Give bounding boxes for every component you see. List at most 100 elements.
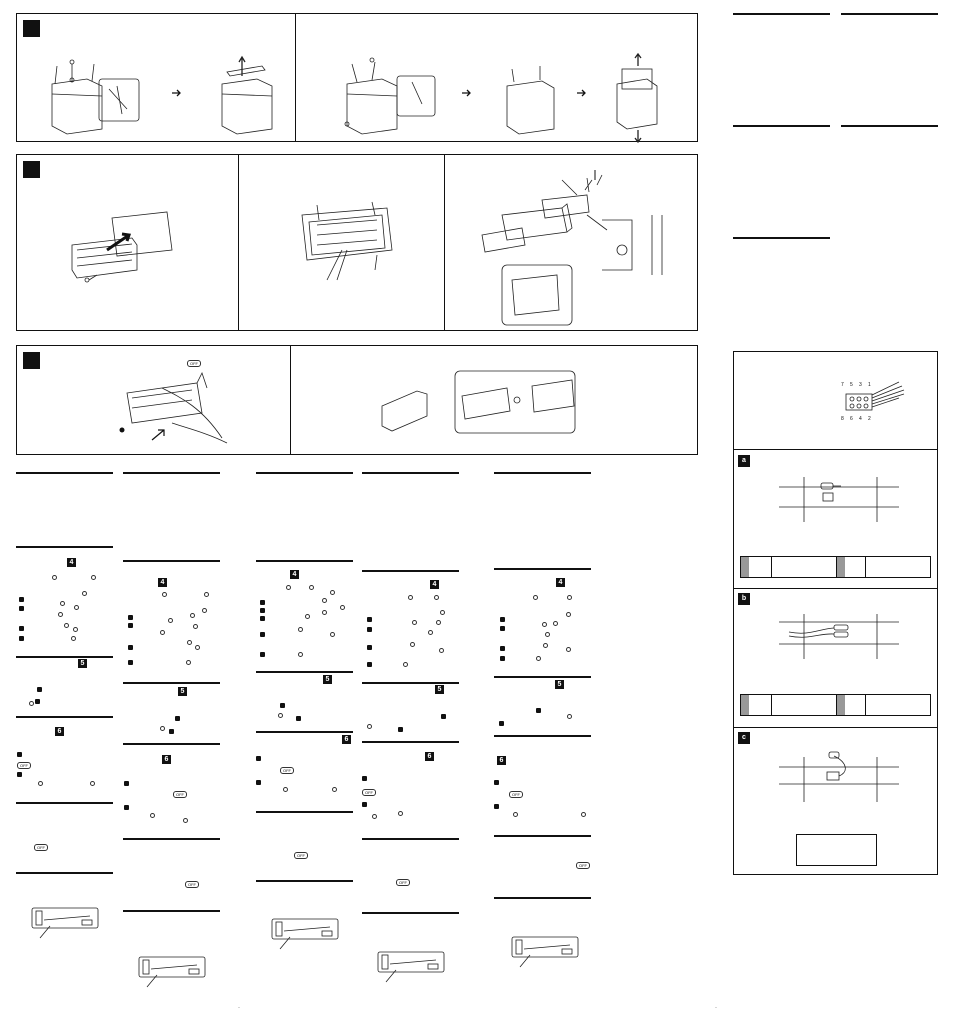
right-arrow-icon: [577, 89, 586, 97]
pin-number: 8: [841, 416, 844, 422]
section-rule: [123, 472, 220, 474]
section-rule: [362, 912, 459, 914]
bullet-marker: [17, 752, 22, 757]
bullet-marker: [499, 721, 504, 726]
callout-marker: [38, 781, 43, 786]
bullet-marker: [260, 608, 265, 613]
bullet-marker: [367, 617, 372, 622]
step-badge-four: 4: [430, 580, 439, 589]
off-button-label: OFF: [17, 762, 31, 769]
reset-illustration: [31, 907, 99, 939]
callout-marker: [412, 620, 417, 625]
pin-number: 2: [868, 416, 871, 422]
section-rule: [494, 676, 591, 678]
section-rule: [841, 125, 938, 127]
frame-illustration: [301, 201, 393, 281]
callout-marker: [64, 623, 69, 628]
callout-marker: [322, 610, 327, 615]
connection-table-a: [740, 556, 931, 578]
bullet-marker: [128, 623, 133, 628]
callout-marker: [567, 595, 572, 600]
off-button-label: OFF: [185, 881, 199, 888]
pin-number: 6: [850, 416, 853, 422]
section-rule: [123, 682, 220, 684]
step-badge-five: 5: [78, 659, 87, 668]
callout-marker: [91, 575, 96, 580]
connection-label-a: a: [738, 455, 750, 467]
callout-marker: [434, 595, 439, 600]
step-badge-four: 4: [556, 578, 565, 587]
section-rule: [256, 560, 353, 562]
callout-marker: [90, 781, 95, 786]
bullet-marker: [280, 703, 285, 708]
bullet-marker: [367, 627, 372, 632]
bullet-marker: [398, 727, 403, 732]
section-rule: [123, 743, 220, 745]
callout-marker: [73, 627, 78, 632]
reset-illustration: [138, 956, 206, 988]
section-rule: [362, 570, 459, 572]
reset-illustration: [377, 951, 445, 983]
section-rule: [841, 13, 938, 15]
step-badge-one: [23, 20, 40, 37]
callout-marker: [340, 605, 345, 610]
pin-number: 5: [850, 382, 853, 388]
section-rule: [16, 802, 113, 804]
section-rule: [256, 880, 353, 882]
callout-marker: [581, 812, 586, 817]
callout-marker: [195, 645, 200, 650]
step-badge-three: [23, 352, 40, 369]
bullet-marker: [367, 645, 372, 650]
callout-marker: [60, 601, 65, 606]
section-rule: [494, 472, 591, 474]
callout-marker: [513, 812, 518, 817]
callout-marker: [567, 714, 572, 719]
section-rule: [256, 731, 353, 733]
callout-marker: [168, 618, 173, 623]
callout-marker: [408, 595, 413, 600]
page-mark: ·: [715, 1005, 717, 1011]
reset-illustration: [271, 918, 339, 950]
off-button-label: OFF: [509, 791, 523, 798]
bullet-marker: [128, 615, 133, 620]
callout-marker: [186, 660, 191, 665]
off-button-label: OFF: [576, 862, 590, 869]
callout-marker: [330, 632, 335, 637]
mounting-panel: [16, 154, 698, 331]
bullet-marker: [37, 687, 42, 692]
pin-number: 3: [859, 382, 862, 388]
callout-marker: [190, 613, 195, 618]
bullet-marker: [494, 804, 499, 809]
callout-marker: [372, 814, 377, 819]
bracket-illustration: [71, 211, 173, 283]
bullet-marker: [260, 632, 265, 637]
wiring-diagram-b: [779, 614, 899, 659]
bullet-marker: [256, 780, 261, 785]
callout-marker: [160, 630, 165, 635]
off-button-label: OFF: [34, 844, 48, 851]
callout-marker: [436, 620, 441, 625]
callout-marker: [566, 612, 571, 617]
section-rule: [494, 897, 591, 899]
callout-marker: [162, 592, 167, 597]
section-rule: [256, 811, 353, 813]
bullet-marker: [19, 636, 24, 641]
callout-marker: [74, 605, 79, 610]
section-rule: [16, 546, 113, 548]
bullet-marker: [500, 626, 505, 631]
section-rule: [16, 656, 113, 658]
bullet-marker: [19, 597, 24, 602]
callout-marker: [536, 656, 541, 661]
connection-table-b: [740, 694, 931, 716]
section-rule: [16, 872, 113, 874]
section-rule: [362, 682, 459, 684]
bullet-marker: [441, 714, 446, 719]
callout-marker: [428, 630, 433, 635]
bullet-marker: [362, 802, 367, 807]
bullet-marker: [500, 646, 505, 651]
removal-panel: [16, 13, 698, 144]
bullet-marker: [35, 699, 40, 704]
section-divider: [734, 449, 937, 450]
callout-marker: [440, 610, 445, 615]
callout-marker: [278, 713, 283, 718]
